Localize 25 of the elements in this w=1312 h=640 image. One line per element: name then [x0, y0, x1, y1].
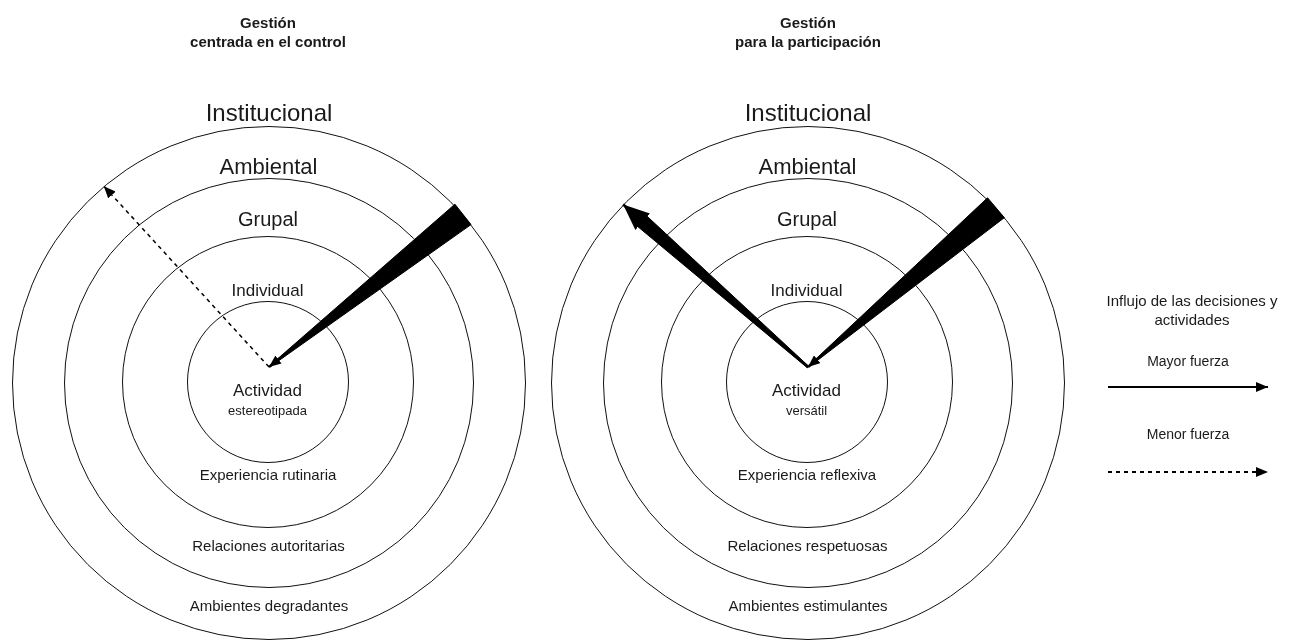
- ring-caption: Actividad: [772, 381, 841, 401]
- ring-label: Ambiental: [219, 154, 318, 180]
- ring-caption: versátil: [785, 403, 828, 419]
- legend-label: Mayor fuerza: [1147, 353, 1229, 371]
- ring-caption: estereotipada: [228, 403, 307, 419]
- ring-label: Ambiental: [758, 154, 857, 180]
- ring-label: Institucional: [744, 99, 872, 126]
- ring-caption: Experiencia rutinaria: [199, 466, 337, 483]
- legend-label: Menor fuerza: [1146, 426, 1230, 444]
- ring-label: Institucional: [205, 99, 333, 126]
- legend-title: Influjo de las decisiones y actividades: [1105, 292, 1279, 330]
- ring-caption: Relaciones autoritarias: [192, 537, 345, 555]
- panel-title: Gestión: [240, 14, 296, 33]
- ring-label: Individual: [231, 281, 304, 301]
- ring-label: Individual: [770, 281, 843, 301]
- panel-title: Gestión: [780, 14, 836, 33]
- ring-label: Grupal: [238, 207, 298, 230]
- ring-caption: Actividad: [233, 381, 302, 401]
- ring-caption: Ambientes degradantes: [189, 597, 349, 614]
- ring-label: Grupal: [777, 207, 837, 230]
- ring-caption: Relaciones respetuosas: [727, 537, 888, 555]
- panel-title: centrada en el control: [190, 33, 346, 52]
- ring-caption: Ambientes estimulantes: [728, 597, 888, 614]
- panel-title: para la participación: [735, 33, 881, 52]
- ring-caption: Experiencia reflexiva: [737, 466, 877, 483]
